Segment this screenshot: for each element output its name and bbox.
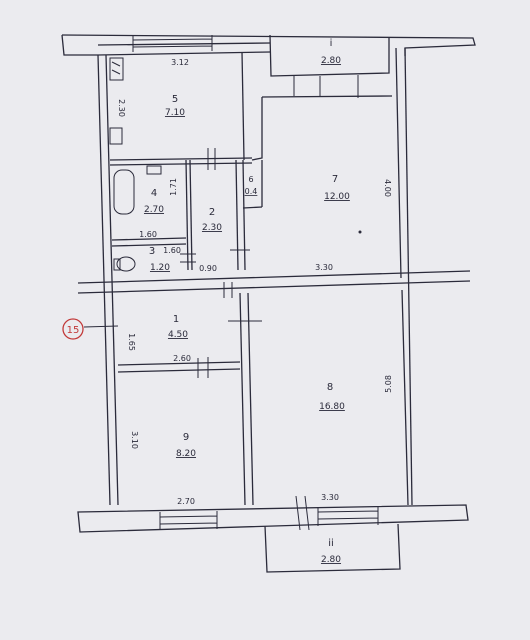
room-7-number: 7 — [332, 174, 338, 185]
balcony-top: i 2.80 — [321, 38, 341, 66]
balcony-bottom-number: ii — [328, 538, 334, 549]
balcony-top-area: 2.80 — [321, 56, 341, 66]
building-marker: 15 — [62, 318, 119, 340]
dim-room4-side: 1.71 — [169, 178, 178, 196]
dimensions: 3.12 2.30 1.71 1.60 1.60 0.90 3.30 4.00 … — [117, 58, 393, 506]
balcony-bottom: ii 2.80 — [321, 538, 341, 565]
dim-room2-bottom: 0.90 — [199, 264, 217, 273]
room-6: 6 0.4 — [245, 175, 258, 196]
room-8-area: 16.80 — [319, 402, 345, 412]
stove-icon — [109, 57, 124, 81]
room-1: 1 4.50 — [168, 314, 188, 340]
dim-room8-bottom: 3.30 — [321, 493, 339, 502]
room-6-number: 6 — [248, 175, 253, 184]
internal-walls — [77, 51, 471, 506]
bathtub-icon — [113, 169, 135, 215]
room-1-number: 1 — [173, 314, 179, 325]
balcony-bottom-area: 2.80 — [321, 555, 341, 565]
room-5-area: 7.10 — [165, 108, 185, 118]
dim-room9-bottom: 2.70 — [177, 497, 195, 506]
room-2-number: 2 — [209, 207, 215, 218]
balcony-top-number: i — [330, 38, 333, 49]
room-6-area: 0.4 — [245, 187, 258, 196]
balconies — [264, 34, 401, 573]
toilet-icon — [116, 256, 136, 272]
fixtures — [109, 57, 362, 272]
dim-room1-bottom: 2.60 — [173, 354, 191, 363]
outer-walls — [61, 34, 476, 533]
washbasin-icon — [146, 165, 162, 175]
room-9-area: 8.20 — [176, 449, 196, 459]
dim-room4-bottom: 1.60 — [139, 230, 157, 239]
building-marker-label: 15 — [67, 325, 80, 336]
sink-icon — [109, 127, 123, 145]
room-2-area: 2.30 — [202, 223, 222, 233]
room-5-number: 5 — [172, 94, 178, 105]
dim-room9-side: 3.10 — [130, 431, 139, 449]
room-8-number: 8 — [327, 382, 333, 393]
room-4-number: 4 — [151, 188, 157, 199]
room-4: 4 2.70 — [144, 188, 164, 215]
room-2: 2 2.30 — [202, 207, 222, 233]
dim-room1-side: 1.65 — [127, 333, 136, 351]
room-4-area: 2.70 — [144, 205, 164, 215]
room-8: 8 16.80 — [319, 382, 345, 412]
dot-mark — [358, 230, 362, 234]
room-3: 3 1.20 — [149, 246, 170, 273]
dim-room5-side: 2.30 — [117, 99, 126, 117]
dim-room3-top: 1.60 — [163, 246, 181, 255]
dim-room8-side: 5.08 — [384, 375, 393, 393]
room-9-number: 9 — [183, 432, 189, 443]
room-3-number: 3 — [149, 246, 155, 257]
dim-room5-top: 3.12 — [171, 58, 189, 67]
room-7-area: 12.00 — [324, 192, 350, 202]
dim-room7-bottom: 3.30 — [315, 263, 333, 272]
room-9: 9 8.20 — [176, 432, 196, 459]
room-7: 7 12.00 — [324, 174, 350, 202]
dim-room7-side: 4.00 — [383, 179, 392, 197]
room-5: 5 7.10 — [165, 94, 185, 118]
room-1-area: 4.50 — [168, 330, 188, 340]
room-3-area: 1.20 — [150, 263, 170, 273]
